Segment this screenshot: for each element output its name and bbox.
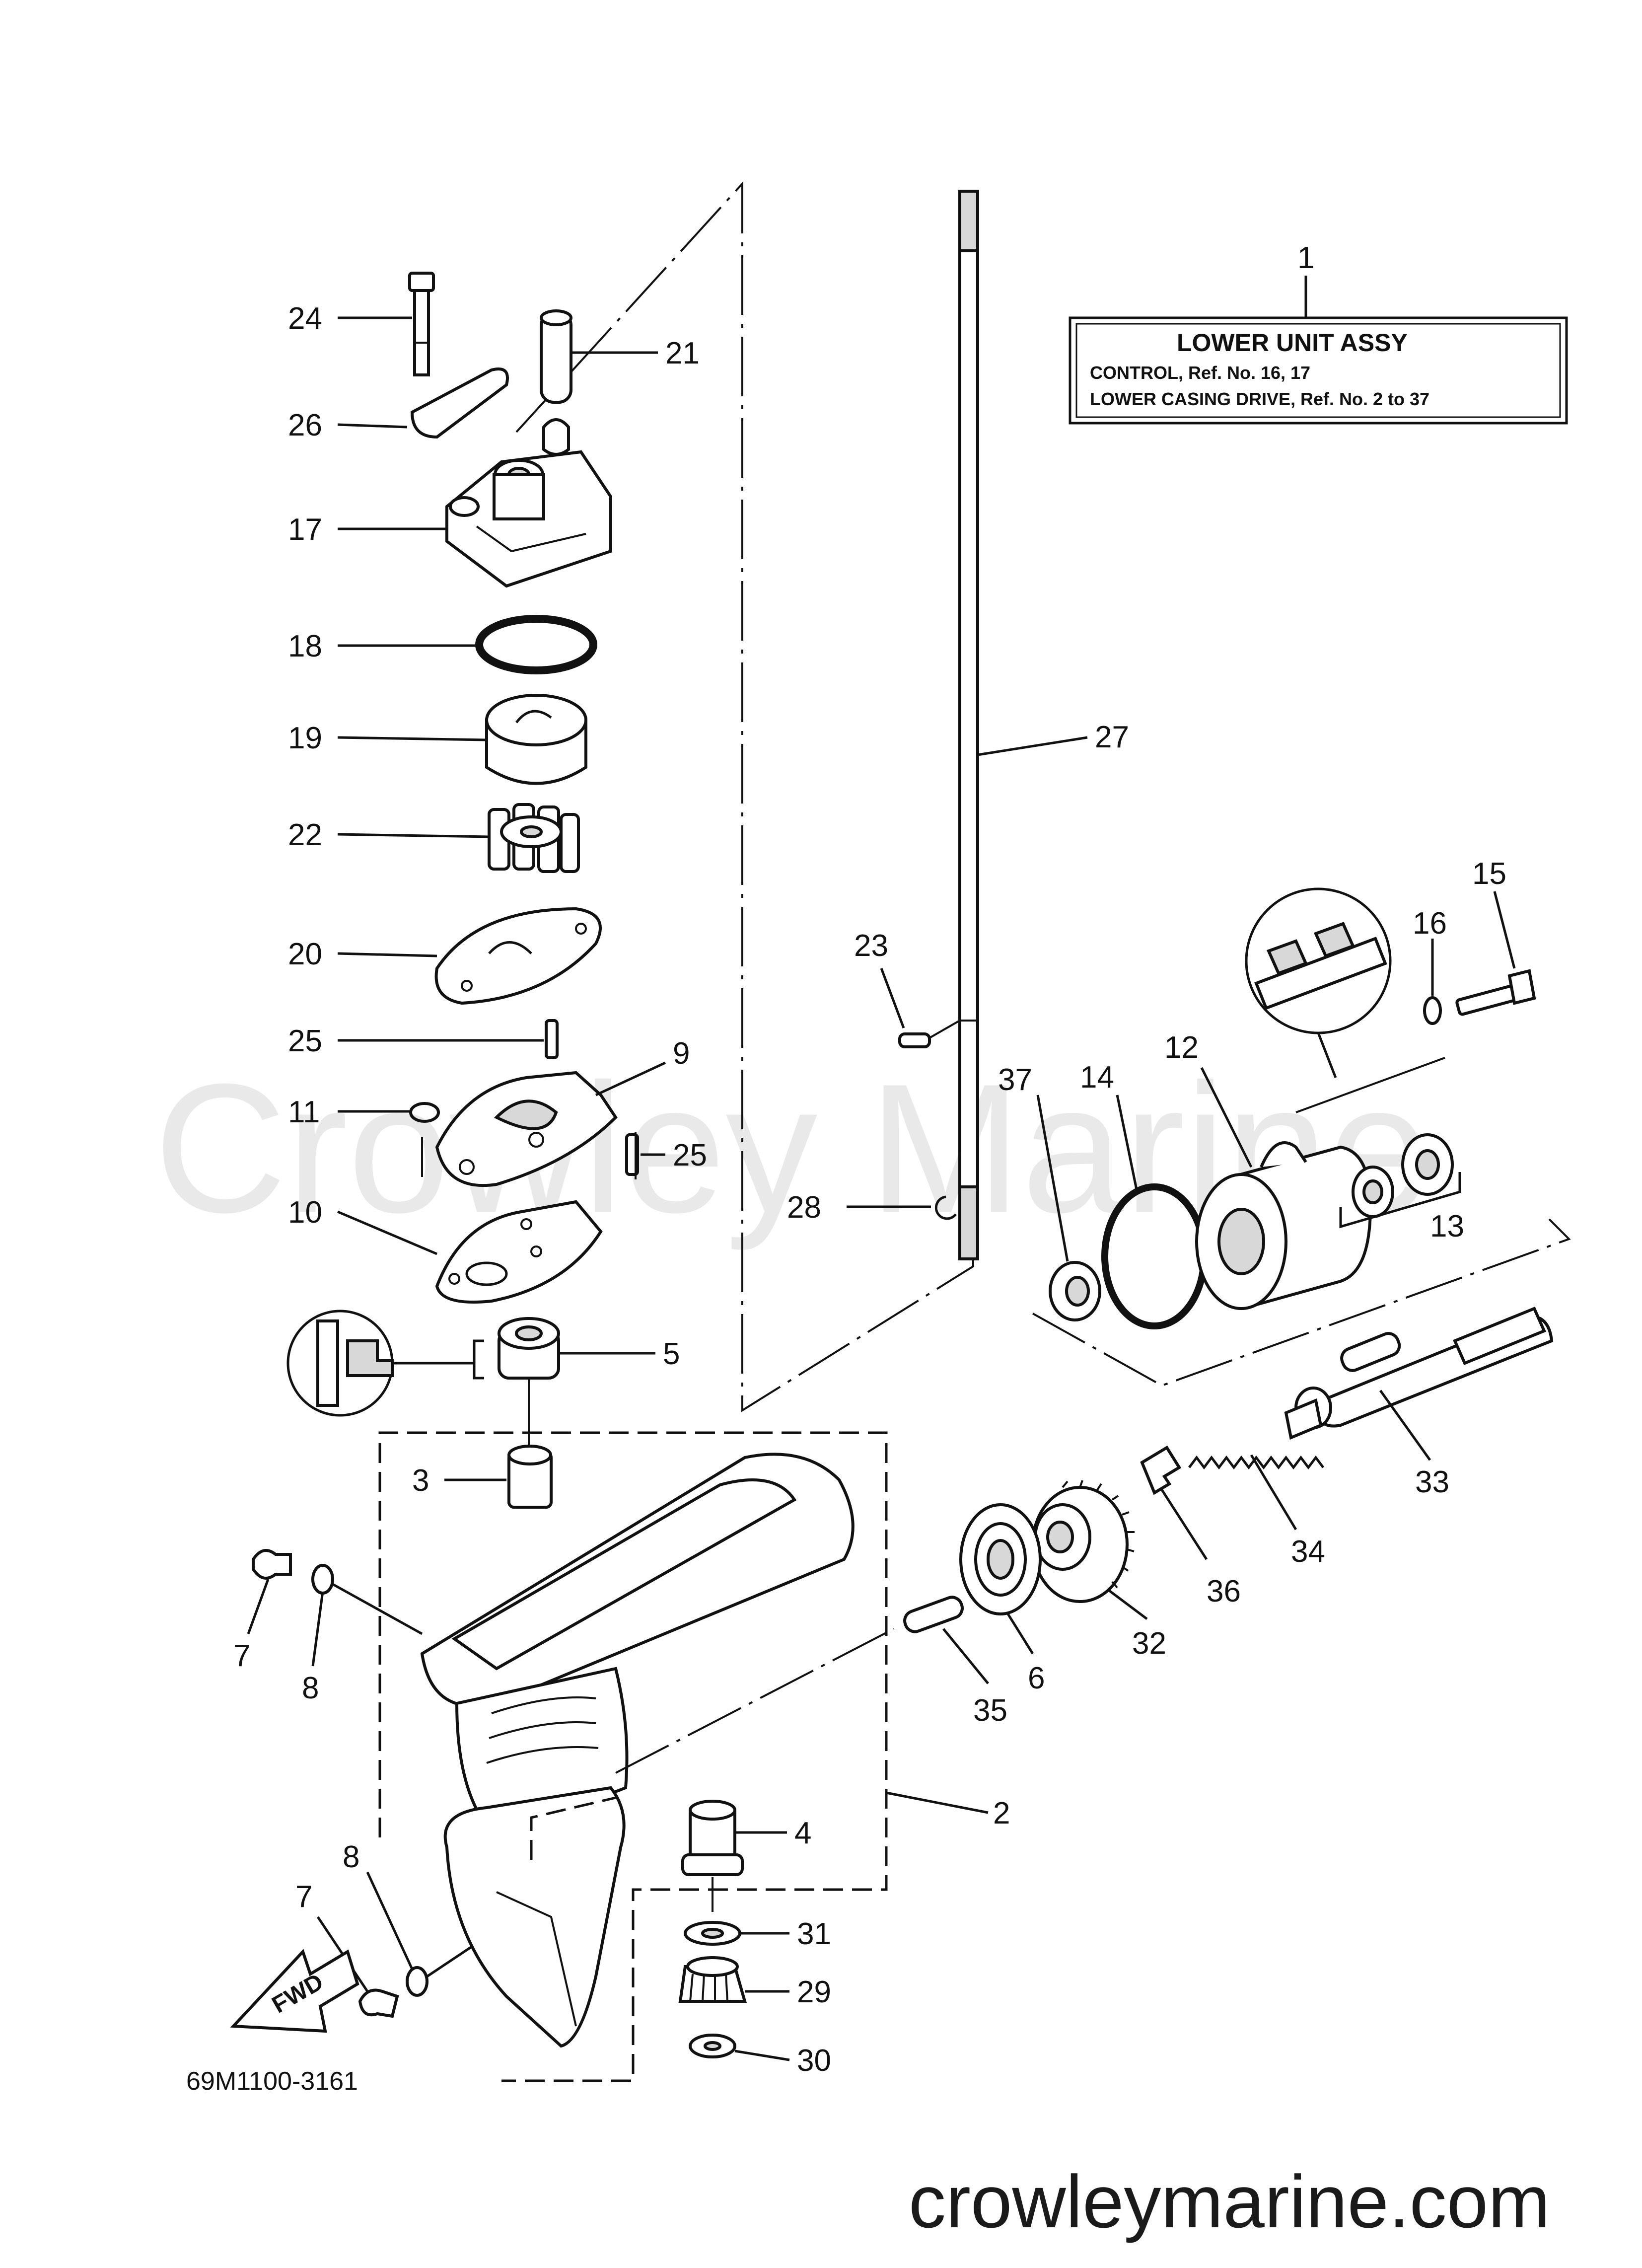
callout-28: 28 — [787, 1190, 821, 1225]
plate-26 — [410, 367, 509, 439]
callout-10: 10 — [288, 1195, 322, 1230]
ball-bearing-6 — [959, 1503, 1042, 1615]
legend-line-control: CONTROL, Ref. No. 16, 17 — [1090, 363, 1310, 383]
callout-7a: 7 — [233, 1639, 250, 1673]
spring-34 — [1188, 1455, 1324, 1470]
callout-13: 13 — [1430, 1209, 1464, 1244]
drain-plug-7a — [252, 1549, 292, 1580]
callout-20: 20 — [288, 937, 322, 971]
seal-detail-inset-2 — [1245, 887, 1445, 1113]
lower-casing — [420, 1453, 855, 2048]
insert-cartridge-19 — [485, 694, 587, 785]
callout-1: 1 — [1297, 241, 1314, 275]
propshaft-guide — [1032, 1218, 1571, 1387]
callout-23: 23 — [854, 929, 888, 963]
callout-2: 2 — [993, 1796, 1010, 1830]
oring-18 — [475, 615, 597, 674]
site-name: crowleymarine.com — [909, 2160, 1550, 2243]
callout-9: 9 — [673, 1036, 690, 1071]
pump-housing-17 — [445, 450, 612, 588]
bushing-4 — [681, 1800, 744, 1876]
oil-seal-37 — [1049, 1261, 1101, 1321]
legend-line-drive: LOWER CASING DRIVE, Ref. No. 2 to 37 — [1090, 389, 1429, 409]
impeller-22 — [488, 803, 580, 873]
fwd-arrow-icon: FWD — [230, 1949, 359, 2033]
callout-15: 15 — [1472, 857, 1506, 891]
propeller-shaft-33 — [1284, 1307, 1554, 1440]
bolt-24 — [408, 272, 435, 376]
callout-17: 17 — [288, 512, 322, 547]
plate-9 — [421, 1071, 637, 1187]
oil-seal-5 — [473, 1317, 560, 1380]
seal-detail-inset — [286, 1310, 474, 1417]
callout-11: 11 — [288, 1095, 320, 1129]
legend-title: LOWER UNIT ASSY — [1177, 329, 1408, 357]
gasket-10 — [435, 1200, 603, 1304]
callout-29: 29 — [797, 1975, 831, 2009]
callout-3: 3 — [412, 1463, 429, 1498]
pin-35 — [903, 1596, 964, 1633]
pin-23 — [898, 1032, 931, 1048]
callout-37: 37 — [998, 1063, 1032, 1097]
bearings-13 — [1339, 1133, 1461, 1229]
outer-plate-20 — [434, 907, 602, 1005]
callout-30: 30 — [797, 2044, 831, 2078]
callout-36: 36 — [1207, 1574, 1241, 1609]
callout-16: 16 — [1413, 906, 1447, 941]
callout-34: 34 — [1291, 1535, 1325, 1569]
callout-33: 33 — [1415, 1465, 1449, 1499]
water-tube-21 — [540, 309, 572, 456]
oring-11 — [409, 1102, 440, 1123]
diagram-code: 69M1100-3161 — [186, 2067, 358, 2096]
drive-shaft — [958, 190, 979, 1260]
dowel-pin-25a — [545, 1019, 559, 1059]
drain-plug-7b — [358, 1988, 399, 2018]
callout-21: 21 — [665, 336, 700, 370]
gasket-8a — [311, 1564, 334, 1595]
callout-25a: 25 — [288, 1024, 322, 1058]
callout-27: 27 — [1095, 720, 1129, 754]
callout-4: 4 — [794, 1816, 811, 1850]
callout-25b: 25 — [673, 1138, 707, 1172]
clutch-36 — [1140, 1445, 1182, 1495]
callout-31: 31 — [797, 1917, 831, 1951]
bolt-15 — [1455, 969, 1536, 1016]
callout-19: 19 — [288, 721, 322, 755]
callout-32: 32 — [1132, 1626, 1166, 1661]
callout-26: 26 — [288, 408, 322, 442]
callout-35: 35 — [973, 1693, 1007, 1728]
lower-case-cap-12 — [1195, 1141, 1372, 1310]
callout-6: 6 — [1028, 1661, 1045, 1695]
gasket-8b — [406, 1966, 428, 1997]
callout-8b: 8 — [343, 1840, 359, 1874]
callout-8a: 8 — [302, 1671, 319, 1705]
circlip-28 — [934, 1195, 957, 1220]
callout-24: 24 — [288, 301, 322, 336]
callout-14: 14 — [1080, 1060, 1114, 1095]
lower-casing-boundary — [378, 1431, 888, 2082]
washer-16 — [1423, 996, 1442, 1025]
callout-22: 22 — [288, 818, 322, 852]
sleeve-3 — [507, 1445, 553, 1509]
callout-7b: 7 — [295, 1880, 312, 1914]
callout-18: 18 — [288, 629, 322, 663]
pinion-29 — [678, 1956, 747, 2003]
legend-box: LOWER UNIT ASSY CONTROL, Ref. No. 16, 17… — [1069, 276, 1568, 425]
callout-5: 5 — [663, 1337, 680, 1371]
forward-gear-32 — [1031, 1480, 1135, 1603]
callout-12: 12 — [1164, 1030, 1199, 1065]
